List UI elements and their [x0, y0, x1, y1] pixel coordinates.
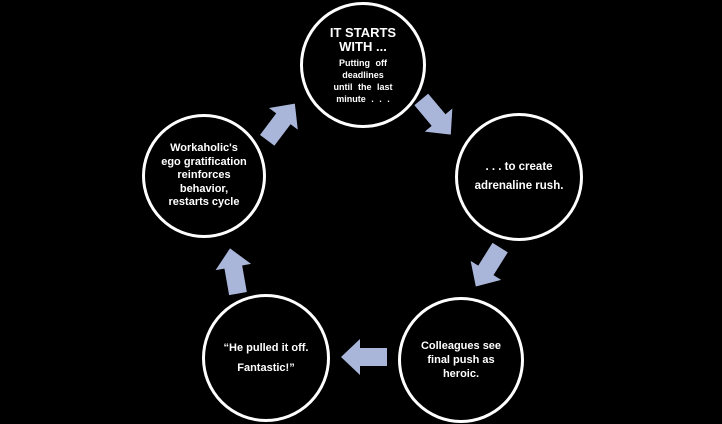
node-ego-gratification-text: Workaholic's ego gratification reinforce…: [161, 142, 247, 209]
node-it-starts-with: IT STARTS WITH ... Putting off deadlines…: [300, 2, 426, 128]
node-pulled-it-off-text: “He pulled it off. Fantastic!”: [223, 342, 309, 374]
node-colleagues-heroic-text: Colleagues see final push as heroic.: [420, 340, 502, 380]
block-arrow-southeast-icon: [406, 87, 466, 148]
node-it-starts-with-body: Putting off deadlines until the last min…: [333, 57, 393, 104]
block-arrow-north-icon: [210, 245, 257, 297]
node-colleagues-heroic: Colleagues see final push as heroic.: [398, 297, 524, 423]
node-adrenaline-rush-text: . . . to create adrenaline rush.: [474, 161, 564, 192]
node-pulled-it-off: “He pulled it off. Fantastic!”: [202, 294, 330, 422]
block-arrow-northeast-icon: [251, 92, 311, 153]
node-it-starts-with-heading: IT STARTS WITH ...: [329, 24, 397, 54]
node-ego-gratification: Workaholic's ego gratification reinforce…: [142, 114, 266, 238]
block-arrow-southwest-icon: [459, 237, 517, 297]
node-adrenaline-rush: . . . to create adrenaline rush.: [455, 113, 583, 241]
block-arrow-west-icon: [341, 337, 387, 377]
